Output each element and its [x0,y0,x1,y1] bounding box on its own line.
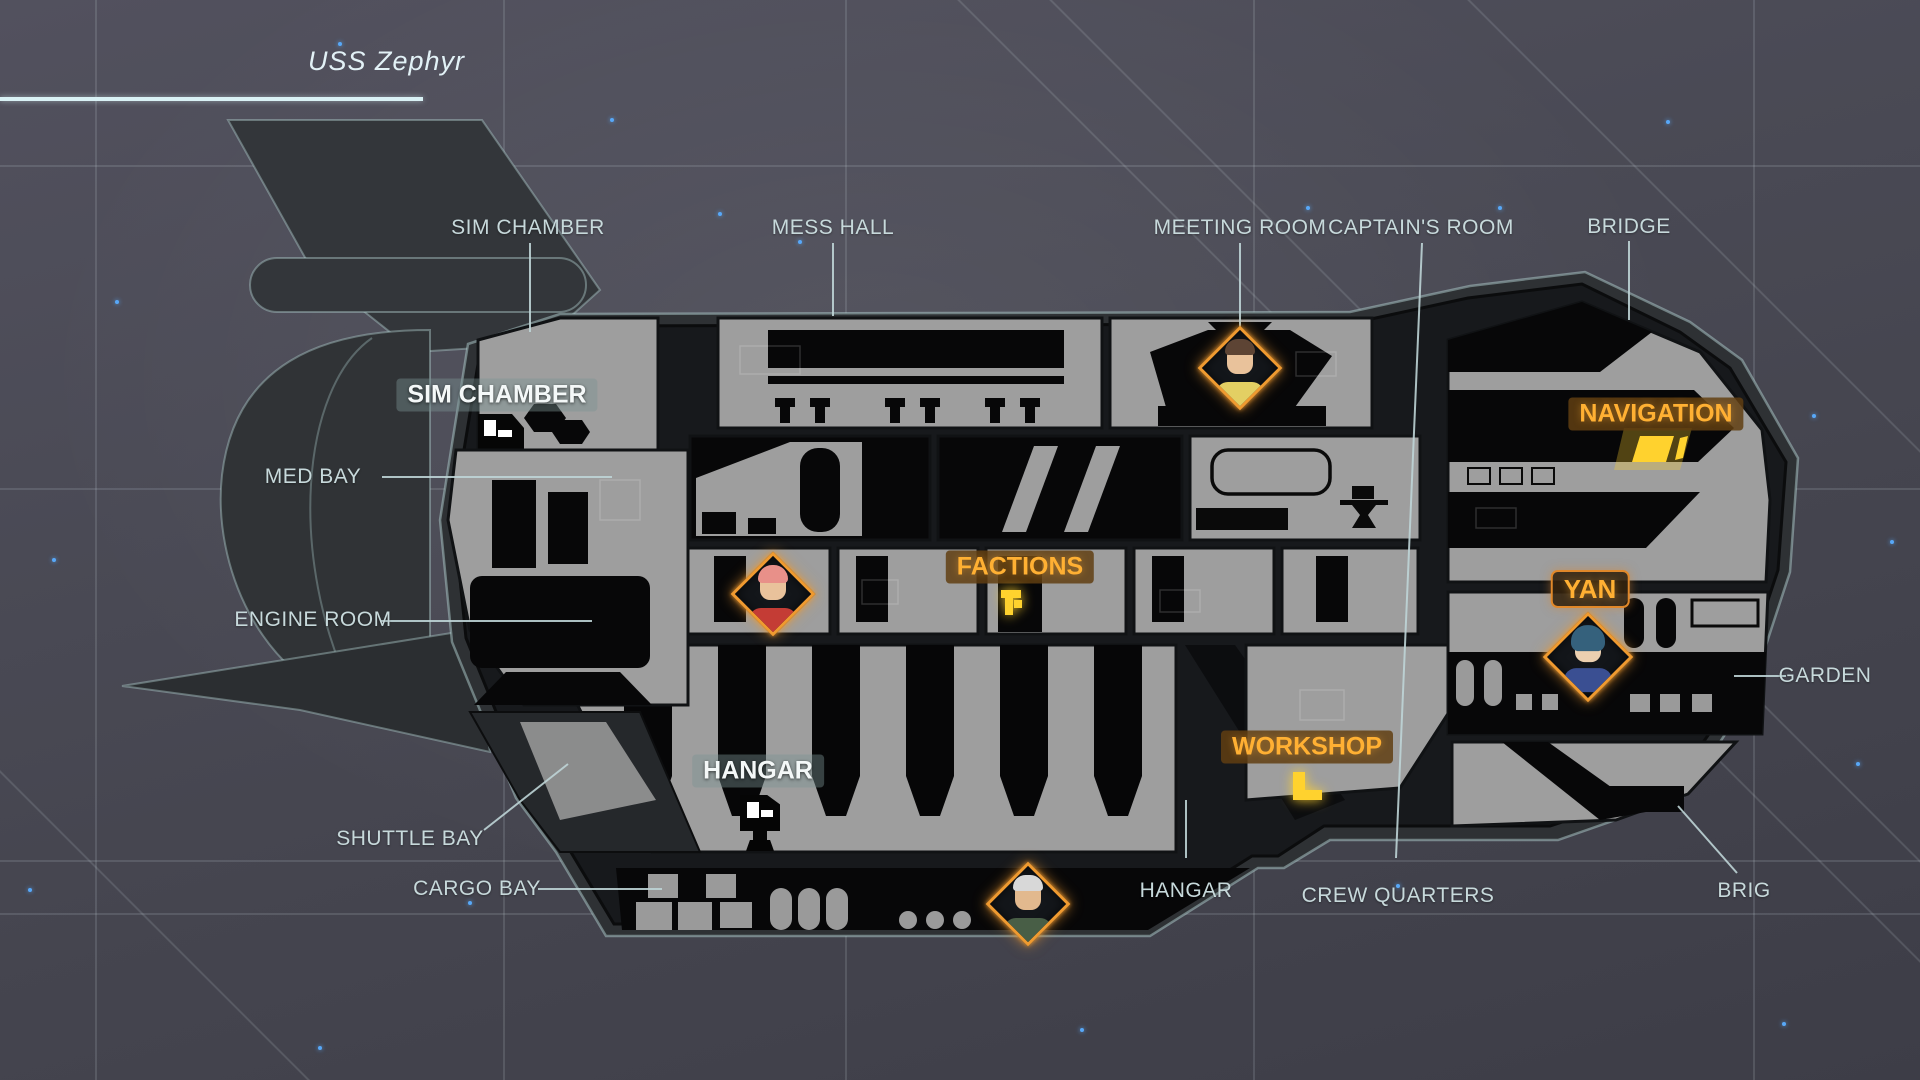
star [52,558,56,562]
callout-sim-chamber: SIM CHAMBER [451,216,605,239]
character-hair [1225,339,1255,355]
terminal-screen [747,802,759,818]
callout-bridge: BRIDGE [1587,215,1671,238]
factions-badge[interactable]: FACTIONS [945,550,1095,584]
star [1856,762,1860,766]
star [1306,206,1310,210]
factions-marker-block [1001,590,1021,598]
yan-badge[interactable]: YAN [1550,570,1630,608]
sim-chamber-badge[interactable]: SIM CHAMBER [396,378,598,412]
star [1890,540,1894,544]
star [1080,1028,1084,1032]
star [1498,206,1502,210]
star [28,888,32,892]
star [1396,884,1400,888]
terminal-base [746,840,774,851]
grid-line [95,0,97,1080]
workshop-marker-block [1293,772,1305,800]
navigation-console [1632,436,1674,462]
star [115,300,119,304]
star [318,1046,322,1050]
star [468,901,472,905]
navigation-badge[interactable]: NAVIGATION [1568,397,1744,431]
factions-marker-block [1014,600,1022,608]
star [1782,1022,1786,1026]
character-hair [758,565,788,583]
grid-line [0,165,1920,167]
title-underline [0,97,423,101]
star [1812,414,1816,418]
callout-mess-hall: MESS HALL [771,216,895,239]
terminal-body [740,795,780,831]
callout-garden: GARDEN [1778,664,1872,687]
character-hair [1571,625,1605,652]
workshop-marker-icon[interactable] [1293,772,1323,800]
star [610,118,614,122]
callout-brig: BRIG [1717,879,1771,902]
callout-captains-room: CAPTAIN'S ROOM [1328,216,1514,239]
callout-cargo-bay: CARGO BAY [413,877,541,900]
room-stairwell [936,434,1184,542]
star [1666,120,1670,124]
star [338,42,342,46]
terminal-stand [753,831,767,840]
callout-crew-quarters: CREW QUARTERS [1301,884,1495,907]
star [798,240,802,244]
terminal-screen [761,810,773,817]
callout-meeting-room: MEETING ROOM [1153,216,1327,239]
factions-marker-icon[interactable] [1001,590,1025,616]
star [718,212,722,216]
callout-med-bay: MED BAY [264,465,362,488]
callout-shuttle-bay: SHUTTLE BAY [336,827,484,850]
character-hair [1013,875,1043,891]
workshop-marker-block [1305,790,1322,800]
factions-marker-block [1005,598,1013,615]
workshop-badge[interactable]: WORKSHOP [1221,730,1393,764]
callout-hangar: HANGAR [1139,879,1233,902]
hangar-terminal-icon[interactable] [740,795,780,851]
room-crew-cell [1280,546,1420,636]
ship-name-title: USS Zephyr [308,46,466,76]
hangar-badge[interactable]: HANGAR [692,754,824,788]
ship-spine [249,257,587,313]
callout-engine-room: ENGINE ROOM [234,608,392,631]
